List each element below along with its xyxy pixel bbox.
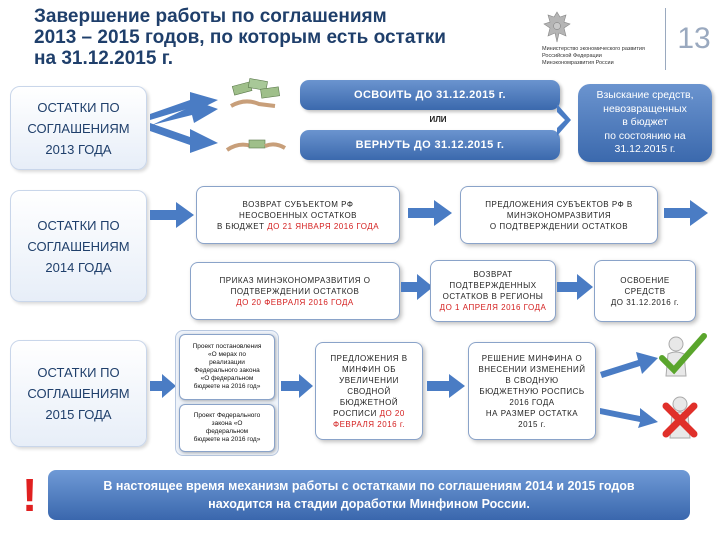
money-hand-icon xyxy=(225,139,287,152)
arrow-right-icon xyxy=(664,200,708,226)
cross-person-icon xyxy=(662,396,698,439)
arrow-right-icon xyxy=(557,104,571,136)
arrow-right-icon xyxy=(600,408,658,428)
arrow-right-icon xyxy=(408,200,452,226)
page-number: 13 xyxy=(677,22,711,55)
money-hand-icon xyxy=(230,78,280,108)
arrow-right-icon xyxy=(150,92,218,120)
arrow-right-icon xyxy=(150,374,176,398)
arrow-right-icon xyxy=(281,374,313,398)
arrow-right-icon xyxy=(600,352,658,378)
header-divider xyxy=(665,8,666,70)
arrow-right-icon xyxy=(557,274,593,300)
check-person-icon xyxy=(659,333,707,377)
page-title: Завершение работы по соглашениям 2013 – … xyxy=(34,6,446,69)
label-or: ИЛИ xyxy=(429,115,447,124)
warning-exclamation-icon: ! xyxy=(22,469,38,521)
arrow-right-icon xyxy=(427,374,465,398)
ministry-name: Министерство экономического развития Рос… xyxy=(542,46,645,66)
box-spend-by: ОСВОИТЬ ДО 31.12.2015 г. xyxy=(300,80,560,110)
arrow-right-icon xyxy=(150,123,218,153)
arrow-right-icon xyxy=(150,202,194,228)
ministry-emblem-icon xyxy=(543,11,571,43)
footer-banner: В настоящее время механизм работы с оста… xyxy=(48,470,690,520)
arrow-right-icon xyxy=(401,274,433,300)
box-return-by: ВЕРНУТЬ ДО 31.12.2015 г. xyxy=(300,130,560,160)
